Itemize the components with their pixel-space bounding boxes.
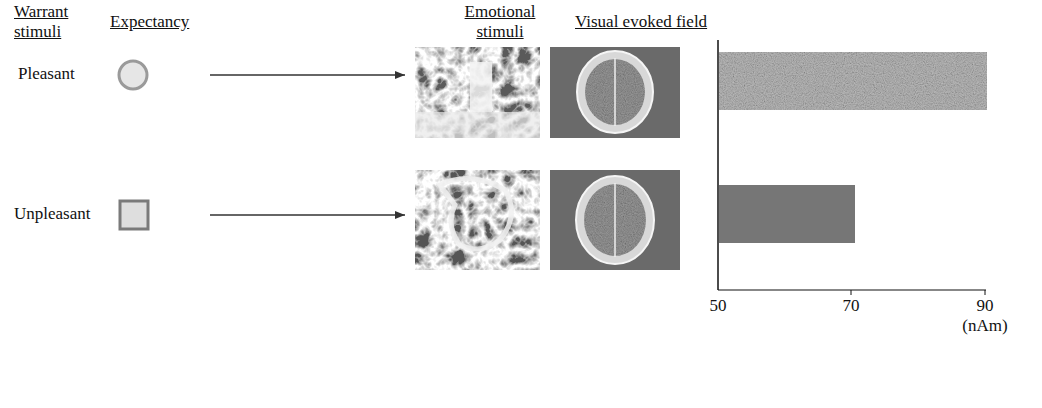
unpleasant-bar [719,185,855,243]
column-heading: Emotional stimuli [454,2,546,41]
circle-symbol [119,61,147,89]
x-axis [718,289,986,290]
pleasant-bar [719,52,987,110]
axis-tick-label: 70 [843,296,860,316]
condition-label: Unpleasant [14,204,90,224]
condition-label: Pleasant [18,64,75,84]
column-heading: Visual evoked field [575,12,707,32]
axis-tick [851,290,852,295]
axis-tick [985,290,986,295]
column-heading: Warrant stimuli [14,2,86,41]
column-heading: Expectancy [110,12,189,32]
axis-tick-label: 50 [710,296,727,316]
stimulus-photo [415,170,540,270]
square-symbol [120,201,148,229]
brain-mri [550,47,680,138]
y-axis [717,40,719,290]
axis-tick-label: 90 [977,296,994,316]
expectancy-arrow [210,214,405,215]
stimulus-photo [415,47,540,138]
expectancy-arrow [210,74,405,75]
brain-mri [550,170,680,270]
axis-unit: (nAm) [962,316,1007,336]
